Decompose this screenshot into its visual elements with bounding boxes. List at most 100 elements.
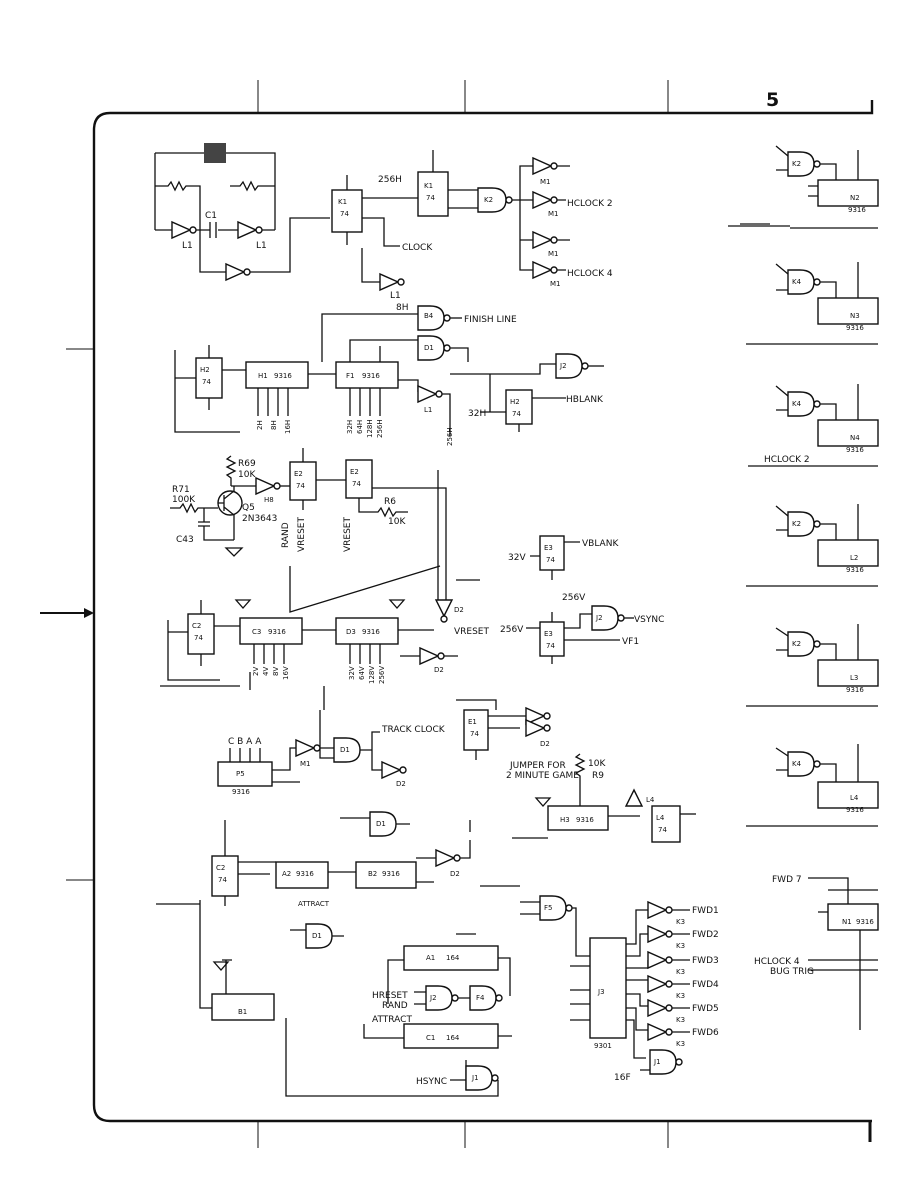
n3-type: 9316: [846, 324, 864, 332]
hclock2-label: HCLOCK 2: [567, 199, 613, 209]
j2b-label: J2: [595, 614, 603, 622]
h2-type: 74: [202, 378, 211, 386]
page-number: 5: [766, 89, 779, 111]
d2a-label: D2: [454, 606, 464, 614]
f4-label: F4: [476, 994, 485, 1002]
h8-label: H8: [264, 496, 274, 504]
j1b-label: J1: [653, 1058, 661, 1066]
l1a-label: L1: [182, 241, 193, 251]
cbaa-label: C B A A: [228, 737, 262, 747]
finish-line-label: FINISH LINE: [464, 315, 517, 325]
v-tap-256v: 256V: [378, 666, 386, 684]
a1-label: A1: [426, 954, 435, 962]
r71-label: R71: [172, 485, 190, 495]
c43-label: C43: [176, 535, 194, 545]
attract-a-label: ATTRACT: [298, 900, 330, 908]
vreset-b-label: VRESET: [343, 517, 353, 552]
r71-value: 100K: [172, 495, 196, 505]
r6-value: 10K: [388, 517, 406, 527]
k4a-label: K4: [792, 278, 802, 286]
vreset-c-label: VRESET: [454, 627, 489, 637]
l4a-label: L4: [646, 796, 655, 804]
h2b-label: H2: [510, 398, 520, 406]
n1-type: 9316: [856, 918, 874, 926]
k1-label: K1: [338, 198, 347, 206]
e2b-label: E2: [350, 468, 359, 476]
fwd2-label: FWD2: [692, 930, 719, 940]
n3-label: N3: [850, 312, 860, 320]
k3a-label: K3: [676, 918, 685, 926]
h2b-type: 74: [512, 410, 521, 418]
j3-type: 9301: [594, 1042, 612, 1050]
e3b-label: E3: [544, 630, 553, 638]
d2e-label: D2: [450, 870, 460, 878]
n4-label: N4: [850, 434, 860, 442]
k3c-label: K3: [676, 968, 685, 976]
c3-type: 9316: [268, 628, 286, 636]
d2d-label: D2: [540, 740, 550, 748]
jumper-line1: JUMPER FOR: [509, 761, 566, 771]
m1c-label: M1: [548, 250, 559, 258]
p5-type: 9316: [232, 788, 250, 796]
misc-wires: [156, 225, 790, 971]
8h-label: 8H: [396, 303, 409, 313]
h-tap-16h: 16H: [284, 420, 292, 434]
r9-label: R9: [592, 771, 604, 781]
v-tap-64v: 64V: [358, 666, 366, 680]
h1-type: 9316: [274, 372, 292, 380]
k1b-type: 74: [426, 194, 435, 202]
fwd1-label: FWD1: [692, 906, 719, 916]
a1-type: 164: [446, 954, 460, 962]
l4c-type: 9316: [846, 806, 864, 814]
j2a-label: J2: [559, 362, 567, 370]
16f-label: 16F: [614, 1073, 631, 1083]
page-frame: [40, 80, 874, 1148]
right-column-section: K2 N2 9316 K4 N3 9316 K4 N4 9316 HCLOCK …: [740, 145, 879, 1030]
l3-type: 9316: [846, 686, 864, 694]
f1-label: F1: [346, 372, 354, 380]
c2b-label: C2: [216, 864, 225, 872]
k4b-label: K4: [792, 400, 802, 408]
r69-value: 10K: [238, 470, 256, 480]
k2b-label: K2: [792, 160, 801, 168]
k2d-label: K2: [792, 640, 801, 648]
f1-type: 9316: [362, 372, 380, 380]
vf1-label: VF1: [622, 637, 639, 647]
a2-label: A2: [282, 870, 291, 878]
c2b-type: 74: [218, 876, 227, 884]
l4b-label: L4: [656, 814, 665, 822]
256v-label: 256V: [500, 625, 524, 635]
c1-label: C1: [205, 211, 217, 221]
q5-label: Q5: [242, 503, 255, 513]
fwd-section: F5 J3 9301 K3 K3 K3 K3 K3 K3 FWD1 FWD2 F…: [480, 885, 719, 1083]
random-section: R69 10K R71 100K Q5 2N3643 C43 H8 E2 74 …: [170, 448, 447, 600]
h-tap-64h: 64H: [356, 420, 364, 434]
v-tap-8v: 8V: [272, 667, 280, 676]
v-tap-4v: 4V: [262, 667, 270, 676]
n2-type: 9316: [848, 206, 866, 214]
k1-type: 74: [340, 210, 349, 218]
d1b-label: D1: [340, 746, 350, 754]
e3a-type: 74: [546, 556, 555, 564]
fwd4-label: FWD4: [692, 980, 719, 990]
32h-label: 32H: [468, 409, 486, 419]
h1-label: H1: [258, 372, 268, 380]
d1c-label: D1: [376, 820, 386, 828]
fwd5-label: FWD5: [692, 1004, 719, 1014]
l4b-type: 74: [658, 826, 667, 834]
horizontal-counter-section: H2 74 H1 9316 F1 9316 2H 8H 16H 32H 64H …: [174, 303, 604, 446]
l4c-label: L4: [850, 794, 859, 802]
256h-rot-label: 256H: [446, 427, 454, 446]
n1-label: N1: [842, 918, 852, 926]
c2a-label: C2: [192, 622, 201, 630]
v-tap-128v: 128V: [368, 666, 376, 684]
e1-label: E1: [468, 718, 477, 726]
l1c-label: L1: [390, 291, 401, 301]
k2-label: K2: [484, 196, 493, 204]
r69-label: R69: [238, 459, 256, 469]
d1d-label: D1: [312, 932, 322, 940]
hblank-label: HBLANK: [566, 395, 604, 405]
e2b-type: 74: [352, 480, 361, 488]
r6-label: R6: [384, 497, 396, 507]
c2a-type: 74: [194, 634, 203, 642]
